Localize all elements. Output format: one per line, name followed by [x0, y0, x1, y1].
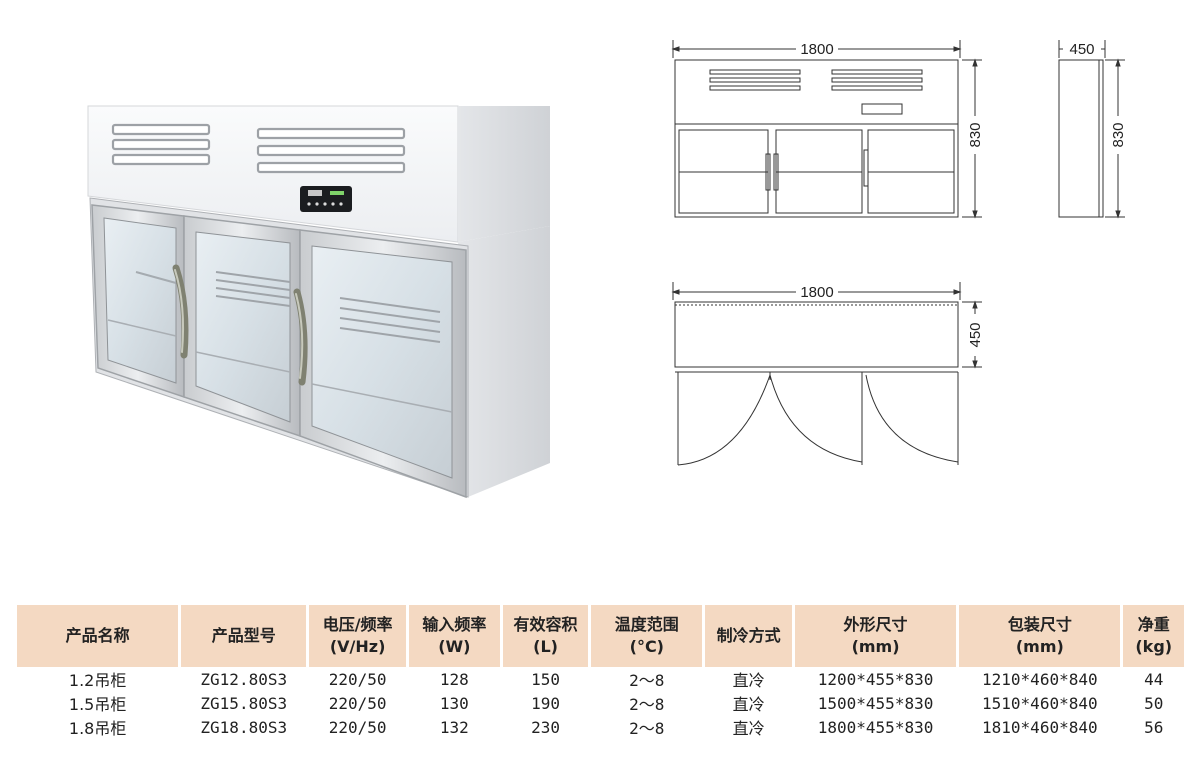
door-handles [172, 264, 308, 386]
column-header: 制冷方式 [705, 605, 792, 667]
top-width-label: 1800 [800, 284, 833, 301]
table-cell: 1510*460*840 [982, 693, 1098, 713]
column-header-unit: (kg) [1135, 637, 1173, 656]
column-header-unit: (mm) [1015, 637, 1064, 656]
table-cell: ZG12.80S3 [200, 669, 288, 689]
front-height-label: 830 [967, 122, 984, 147]
table-cell: 1810*460*840 [982, 717, 1098, 737]
table-row: 1.8吊柜 ZG18.80S3 220/50 132 230 2～8 直冷 1800*455*… [17, 715, 1184, 739]
control-panel [300, 186, 352, 212]
glass-door-middle [183, 215, 301, 438]
table-cell: 1800*455*830 [817, 717, 934, 737]
product-image [87, 105, 550, 499]
table-row: 1.2吊柜 ZG12.80S3 220/50 128 150 2～8 直冷 1200*455*… [17, 667, 1184, 691]
cabinet-lower-side [458, 226, 550, 497]
table-cell: 1200*455*830 [817, 669, 934, 689]
table-cell: 132 [439, 717, 469, 737]
front-width-label: 1800 [800, 41, 833, 58]
column-header-title: 有效容积 [513, 615, 578, 634]
table-cell: 2～8 [629, 695, 665, 714]
table-cell: 220/50 [328, 669, 387, 689]
column-header: 包装尺寸 (mm) [959, 605, 1121, 667]
technical-drawings: 1800 830 450 830 1800 450 [671, 40, 1127, 466]
table-cell: 130 [439, 693, 469, 713]
column-header-unit: (mm) [851, 637, 900, 656]
table-cell: 2～8 [629, 719, 665, 738]
table-cell: 1.8吊柜 [68, 719, 127, 738]
table-cell: ZG15.80S3 [200, 693, 288, 713]
table-row: 1.5吊柜 ZG15.80S3 220/50 130 190 2～8 直冷 1500*455*… [17, 691, 1184, 715]
column-header-unit: (L) [533, 637, 558, 656]
column-header: 产品型号 [181, 605, 307, 667]
table-cell: 直冷 [732, 695, 765, 714]
table-cell: 50 [1144, 693, 1164, 713]
table-cell: 230 [531, 717, 560, 737]
column-header-title: 产品型号 [211, 626, 276, 645]
table-header-row: 产品名称 产品型号 电压/频率 (V/Hz) 输入频率 (W) 有效容积 (L) 温度范围 (°C… [17, 605, 1184, 667]
table-cell: 128 [439, 669, 469, 689]
top-view-drawing [671, 282, 982, 466]
column-header-unit: (°C) [629, 637, 664, 656]
table-cell: 1500*455*830 [817, 693, 934, 713]
top-depth-label: 450 [967, 322, 984, 347]
column-header: 有效容积 (L) [502, 605, 589, 667]
table-cell: 44 [1144, 669, 1164, 689]
spec-table: 产品名称 产品型号 电压/频率 (V/Hz) 输入频率 (W) 有效容积 (L) 温度范围 (°C… [14, 605, 1187, 739]
vent-left [111, 123, 211, 166]
column-header-title: 净重 [1137, 615, 1170, 634]
table-cell: 1.5吊柜 [68, 695, 127, 714]
column-header-title: 制冷方式 [716, 626, 781, 645]
column-header: 产品名称 [17, 605, 179, 667]
table-cell: 1.2吊柜 [68, 671, 127, 690]
table-cell: 150 [531, 669, 560, 689]
glass-door-right [299, 229, 467, 499]
column-header: 外形尺寸 (mm) [794, 605, 957, 667]
table-cell: 2～8 [629, 671, 665, 690]
side-height-label: 830 [1110, 122, 1127, 147]
table-cell: 直冷 [732, 719, 765, 738]
cabinet-top-side [458, 106, 550, 242]
table-cell: 220/50 [328, 693, 387, 713]
table-cell: 56 [1144, 717, 1164, 737]
column-header-title: 电压/频率 [322, 615, 393, 634]
side-view-drawing [1058, 40, 1125, 219]
front-view-drawing [671, 40, 982, 219]
table-cell: 220/50 [328, 717, 387, 737]
table-cell: 190 [531, 693, 560, 713]
column-header-title: 温度范围 [614, 615, 679, 634]
table-cell: ZG18.80S3 [200, 717, 288, 737]
side-depth-label: 450 [1069, 41, 1094, 58]
column-header: 输入频率 (W) [409, 605, 500, 667]
table-cell: 直冷 [732, 671, 765, 690]
column-header: 温度范围 (°C) [591, 605, 703, 667]
column-header-title: 输入频率 [422, 615, 487, 634]
column-header: 电压/频率 (V/Hz) [309, 605, 406, 667]
column-header: 净重 (kg) [1123, 605, 1184, 667]
column-header-title: 产品名称 [65, 626, 130, 645]
table-cell: 1210*460*840 [982, 669, 1098, 689]
column-header-title: 包装尺寸 [1007, 615, 1072, 634]
column-header-title: 外形尺寸 [843, 615, 908, 634]
column-header-unit: (V/Hz) [329, 637, 386, 656]
column-header-unit: (W) [438, 637, 471, 656]
vent-right [256, 127, 406, 174]
